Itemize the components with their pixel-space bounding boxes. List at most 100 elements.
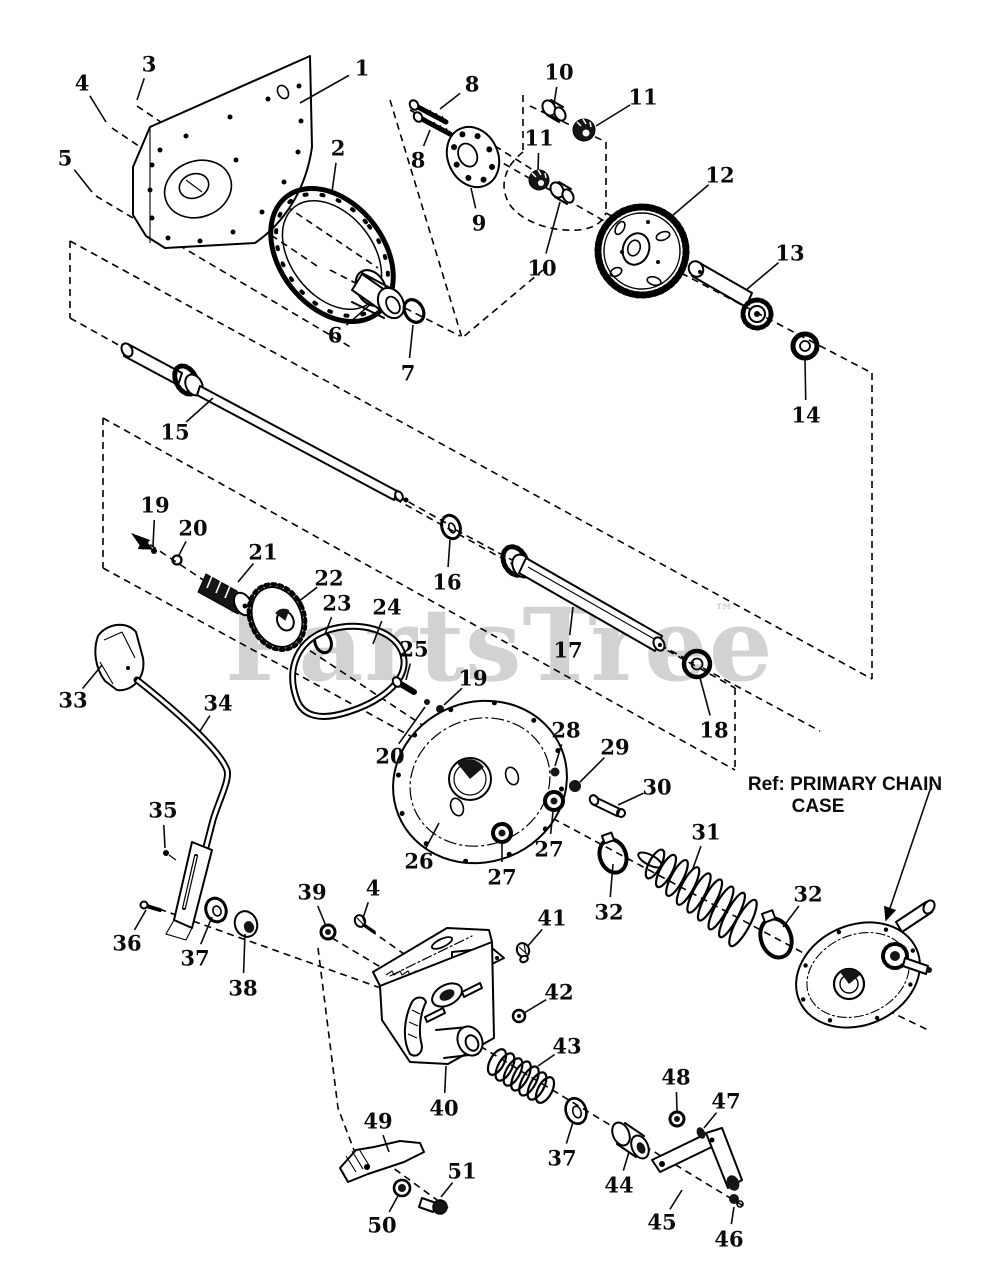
part-9-flange (445, 125, 501, 189)
part-17-shaft (500, 544, 666, 652)
callout-label-21-23: 21 (248, 540, 277, 565)
callout-leader-13-15 (745, 262, 780, 291)
part-35-pin (163, 850, 177, 861)
callout-label-27-32: 27 (487, 865, 516, 890)
callout-leader-8-8 (422, 129, 431, 147)
callout-label-26-30: 26 (404, 849, 433, 874)
part-43-spring (486, 1048, 556, 1104)
callout-label-46-54: 46 (714, 1227, 743, 1252)
callout-leader-9-9 (470, 187, 477, 209)
part-37-washer-right (564, 1097, 588, 1125)
part-25-pin (391, 676, 417, 695)
callout-label-44-52: 44 (604, 1173, 633, 1198)
callout-label-29-34: 29 (600, 735, 629, 760)
part-36-pin (139, 900, 162, 912)
callout-leader-21-23 (237, 563, 255, 583)
part-29-nut (569, 780, 581, 792)
callout-leader-44-52 (622, 1151, 630, 1171)
part-31-boot (637, 848, 758, 948)
callout-label-9-9: 9 (472, 211, 487, 236)
callout-leader-37-51 (565, 1121, 574, 1144)
callout-label-48-56: 48 (661, 1065, 690, 1090)
callout-leader-2-1 (331, 162, 337, 193)
callout-leader-4-46 (362, 901, 370, 919)
part-11-bushing-left (528, 169, 550, 191)
callout-leader-10-11 (545, 201, 561, 254)
callout-label-32-37: 32 (594, 900, 623, 925)
callout-leader-47-55 (703, 1112, 718, 1129)
callout-label-47-55: 47 (711, 1089, 740, 1114)
part-40-bracket (372, 927, 505, 1065)
callout-leader-20-22 (178, 540, 187, 556)
part-28-clip (550, 767, 560, 777)
callout-label-37-43: 37 (180, 946, 209, 971)
ref-note-line2: CASE (792, 796, 845, 817)
callout-label-23-25: 23 (322, 591, 351, 616)
part-44-bushing (611, 1121, 650, 1160)
ref-note: Ref: PRIMARY CHAIN CASE (748, 774, 942, 922)
callout-label-22-24: 22 (314, 566, 343, 591)
callout-leader-11-13 (537, 152, 540, 171)
part-10-spacer-bottom (549, 181, 575, 205)
part-39-nut (319, 923, 337, 941)
callout-label-27-31: 27 (534, 837, 563, 862)
part-27-nut-lower (491, 822, 513, 844)
callout-label-15-17: 15 (160, 420, 189, 445)
callout-label-24-26: 24 (372, 595, 401, 620)
callout-leader-19-28 (443, 687, 463, 706)
callout-leader-42-49 (523, 999, 547, 1014)
part-50-washer (392, 1178, 412, 1198)
callout-label-42-49: 42 (544, 980, 573, 1005)
part-24-chain (289, 622, 408, 720)
callout-label-16-18: 16 (432, 570, 461, 595)
callout-label-12-14: 12 (705, 163, 734, 188)
callout-leader-32-38 (782, 905, 800, 928)
callout-label-39-45: 39 (297, 880, 326, 905)
callout-label-4-3: 4 (75, 71, 90, 96)
callout-leader-1-0 (299, 74, 350, 104)
part-48-nut (668, 1110, 686, 1128)
callout-leader-30-35 (617, 792, 644, 806)
callout-label-34-40: 34 (203, 691, 232, 716)
callout-label-36-42: 36 (112, 931, 141, 956)
part-38-bushing (233, 910, 259, 938)
callout-label-1-0: 1 (355, 56, 370, 81)
callout-label-37-51: 37 (547, 1146, 576, 1171)
callout-leader-38-44 (242, 933, 246, 974)
part-30-bolt (588, 794, 626, 818)
ref-primary-chain-case (795, 899, 936, 1029)
part-22-sprocket (246, 582, 308, 652)
part-49-lever (339, 1140, 425, 1183)
part-6-bushing (351, 269, 406, 320)
callout-label-10-10: 10 (544, 60, 573, 85)
callout-leader-29-34 (579, 757, 605, 783)
callout-leader-46-54 (730, 1206, 735, 1225)
callout-leader-32-37 (609, 863, 614, 898)
callout-leader-36-42 (133, 909, 147, 931)
part-13-shaft (687, 260, 774, 331)
callout-leader-28-33 (554, 744, 563, 767)
callout-leader-14-16 (804, 358, 807, 401)
callout-leader-22-24 (297, 586, 318, 603)
callout-label-19-28: 19 (458, 666, 487, 691)
callout-label-32-38: 32 (793, 882, 822, 907)
part-21-knurled-bushing (197, 573, 254, 617)
callout-label-18-20: 18 (699, 718, 728, 743)
callout-label-28-33: 28 (551, 718, 580, 743)
callout-leader-49-57 (382, 1134, 390, 1153)
callout-label-40-47: 40 (429, 1096, 458, 1121)
part-45-link (651, 1127, 743, 1191)
part-15-shaft (120, 342, 409, 503)
callout-label-33-39: 33 (58, 688, 87, 713)
callout-leader-24-26 (372, 620, 383, 645)
callout-leader-8-7 (439, 92, 461, 110)
callout-leader-16-18 (447, 539, 451, 568)
callout-layer: 1234567889101011111213141516171819202122… (58, 52, 823, 1252)
part-26-cover (392, 699, 568, 865)
callout-label-41-48: 41 (537, 906, 566, 931)
part-41-bolt (515, 942, 531, 964)
callout-leader-23-25 (324, 616, 333, 635)
callout-leader-35-41 (162, 824, 166, 849)
